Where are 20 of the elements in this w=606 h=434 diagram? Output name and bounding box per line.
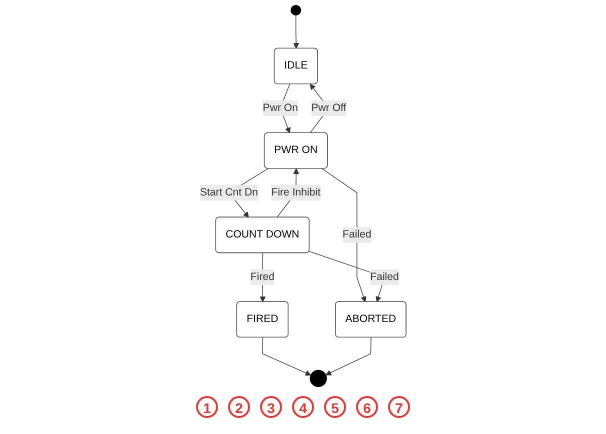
node-circle [310,370,327,388]
callout-number: 7 [388,396,410,418]
arrow [322,168,366,302]
edge-label: Failed [342,228,372,240]
callout-number: 5 [324,396,346,418]
edge-label: Pwr On [262,102,298,114]
arrow [326,337,372,376]
edge-label: Failed [370,271,399,282]
callout-number: 2 [228,396,250,418]
callout-number: 3 [260,396,282,418]
edge-label: Start Cnt Dn [200,186,258,198]
callout-number: 1 [196,396,218,418]
edge-label: Fired [250,271,274,282]
node-circle [290,4,302,16]
arrow [262,337,312,376]
edge-label: Pwr Off [311,102,346,114]
callout-number: 6 [356,396,378,418]
arrow [293,14,300,49]
callout-number: 4 [292,396,314,418]
edge-label: Fire Inhibit [271,186,321,198]
